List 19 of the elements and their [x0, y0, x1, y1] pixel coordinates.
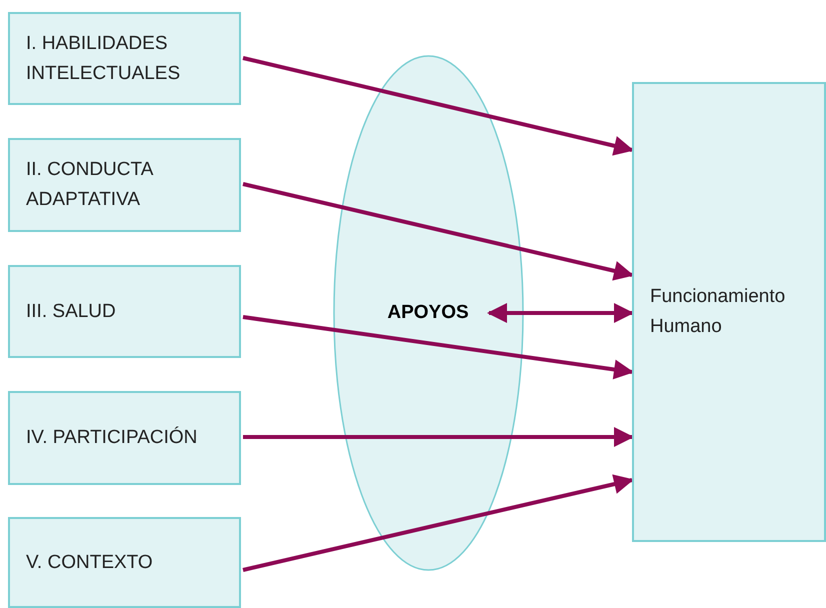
- arrow: [243, 427, 634, 447]
- node-label: APOYOS: [387, 301, 469, 325]
- arrow: [242, 315, 634, 380]
- node-label: IV. PARTICIPACIÓN: [26, 426, 198, 450]
- dimension-box: [8, 265, 241, 358]
- dimension-box: [8, 138, 241, 232]
- outcome-box: [632, 82, 826, 542]
- dimension-box: [8, 391, 241, 485]
- node-label: I. HABILIDADES INTELECTUALES: [26, 32, 182, 86]
- arrow: [487, 303, 634, 323]
- node-label: Funcionamiento Humano: [650, 285, 786, 339]
- arrow: [242, 182, 634, 281]
- node-label: III. SALUD: [26, 300, 116, 324]
- node-label: II. CONDUCTA ADAPTATIVA: [26, 158, 154, 212]
- arrow: [242, 56, 634, 156]
- dimension-box: [8, 12, 241, 105]
- arrow: [242, 474, 634, 572]
- node-label: V. CONTEXTO: [26, 550, 153, 574]
- dimension-box: [8, 517, 241, 608]
